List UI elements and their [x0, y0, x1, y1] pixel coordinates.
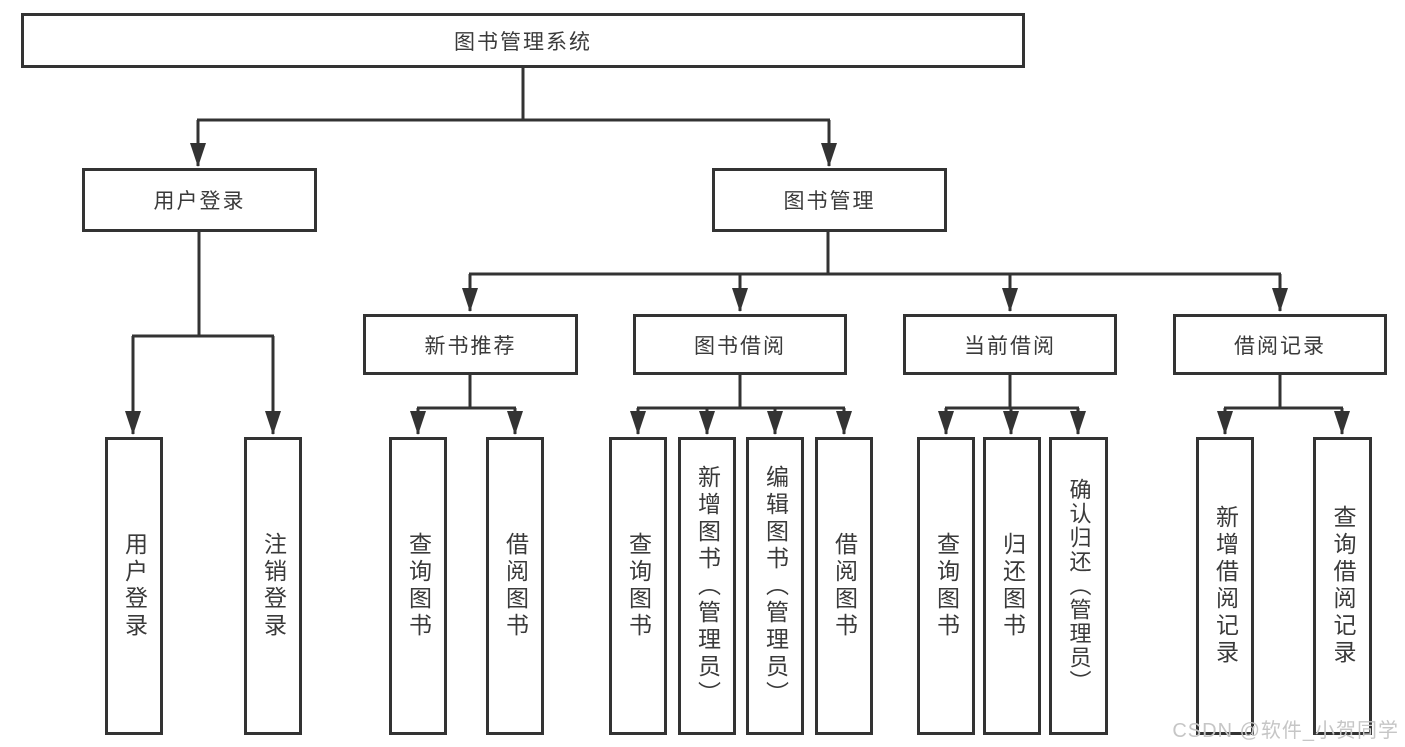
node-user-login: 用户登录: [82, 168, 317, 232]
leaf-query-book-1-label: 查询图书: [405, 532, 432, 640]
leaf-add-borrow-record-label: 新增借阅记录: [1212, 505, 1239, 667]
node-new-book-recommend-label: 新书推荐: [424, 334, 517, 358]
leaf-borrow-book-1-label: 借阅图书: [502, 532, 529, 640]
node-book-management: 图书管理: [712, 168, 947, 232]
leaf-query-book-3: 查询图书: [917, 437, 975, 735]
node-root: 图书管理系统: [21, 13, 1025, 68]
leaf-query-book-3-label: 查询图书: [933, 532, 960, 640]
leaf-add-book-admin: 新增图书（管理员）: [678, 437, 736, 735]
leaf-user-login: 用户登录: [105, 437, 163, 735]
node-book-management-label: 图书管理: [783, 190, 876, 213]
leaf-edit-book-admin-label: 编辑图书（管理员）: [762, 464, 789, 708]
csdn-watermark: CSDN @软件_小贺同学: [1172, 720, 1399, 742]
connector-root-branch: [197, 68, 830, 122]
leaf-confirm-return-admin: 确认归还（管理员）: [1049, 437, 1108, 735]
node-borrow-record-label: 借阅记录: [1234, 334, 1326, 358]
leaf-return-book: 归还图书: [983, 437, 1041, 735]
node-user-login-label: 用户登录: [153, 190, 246, 213]
connector-book-mgmt-branch: [469, 232, 1281, 276]
leaf-confirm-return-admin-label: 确认归还（管理员）: [1066, 478, 1092, 694]
node-current-borrow-label: 当前借阅: [964, 334, 1056, 358]
leaf-add-book-admin-label: 新增图书（管理员）: [694, 464, 721, 708]
leaf-borrow-book-2: 借阅图书: [815, 437, 873, 735]
leaf-add-borrow-record: 新增借阅记录: [1196, 437, 1254, 735]
node-book-borrow-label: 图书借阅: [694, 334, 786, 358]
leaf-borrow-book-2-label: 借阅图书: [831, 532, 858, 640]
node-current-borrow: 当前借阅: [903, 314, 1117, 375]
leaf-edit-book-admin: 编辑图书（管理员）: [746, 437, 804, 735]
leaf-query-book-1: 查询图书: [389, 437, 447, 735]
connector-book-borrow-branch: [637, 375, 845, 410]
connector-borrow-record-branch: [1224, 375, 1343, 410]
node-root-label: 图书管理系统: [454, 30, 592, 54]
leaf-query-book-2-label: 查询图书: [625, 532, 652, 640]
leaf-query-borrow-record-label: 查询借阅记录: [1330, 505, 1356, 667]
connector-new-book-branch: [417, 375, 516, 410]
connector-user-login-branch: [132, 232, 274, 338]
leaf-logout: 注销登录: [244, 437, 302, 735]
node-borrow-record: 借阅记录: [1173, 314, 1387, 375]
connector-current-borrow-branch: [945, 375, 1079, 410]
node-new-book-recommend: 新书推荐: [363, 314, 578, 375]
leaf-return-book-label: 归还图书: [999, 532, 1026, 640]
leaf-query-book-2: 查询图书: [609, 437, 667, 735]
leaf-logout-label: 注销登录: [260, 532, 287, 640]
leaf-query-borrow-record: 查询借阅记录: [1313, 437, 1372, 735]
leaf-user-login-label: 用户登录: [121, 532, 148, 640]
leaf-borrow-book-1: 借阅图书: [486, 437, 544, 735]
node-book-borrow: 图书借阅: [633, 314, 847, 375]
